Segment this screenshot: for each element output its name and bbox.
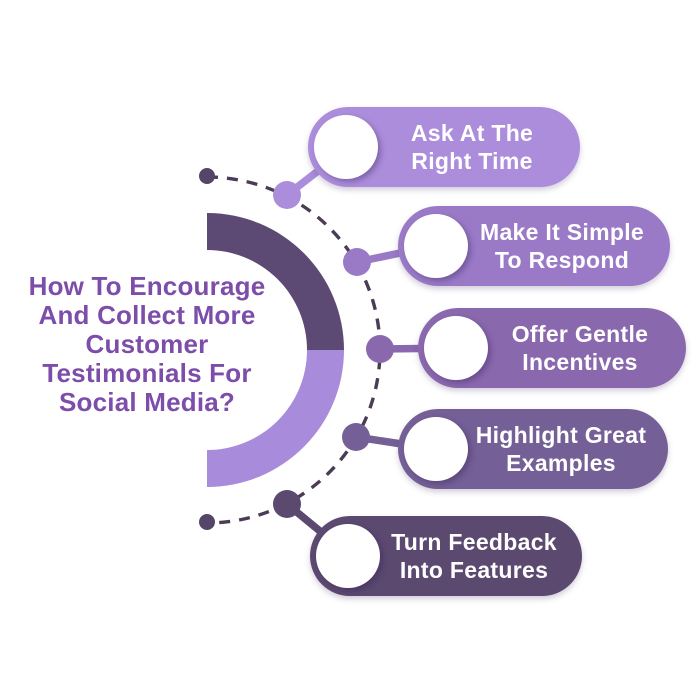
- bullet-circle-icon: [404, 214, 468, 278]
- step-label: Offer Gentle Incentives: [511, 321, 649, 375]
- bullet-circle-icon: [316, 524, 380, 588]
- step-pill-make-it-simple-to-respond: Make It Simple To Respond: [398, 206, 670, 286]
- connector-dot-3: [366, 335, 394, 363]
- half-donut-top-segment: [207, 213, 344, 350]
- step-pill-highlight-great-examples: Highlight Great Examples: [398, 409, 668, 489]
- arc-endpoint-dot-bottom: [199, 514, 215, 530]
- bullet-circle-icon: [314, 115, 378, 179]
- step-label: Highlight Great Examples: [475, 422, 647, 476]
- step-label: Make It Simple To Respond: [480, 219, 644, 273]
- bullet-circle-icon: [424, 316, 488, 380]
- step-pill-ask-at-the-right-time: Ask At The Right Time: [308, 107, 580, 187]
- step-pill-turn-feedback-into-features: Turn Feedback Into Features: [310, 516, 582, 596]
- step-label: Turn Feedback Into Features: [391, 529, 557, 583]
- connector-dot-2: [343, 248, 371, 276]
- arc-endpoint-dot-top: [199, 168, 215, 184]
- step-label: Ask At The Right Time: [410, 120, 534, 174]
- step-pill-offer-gentle-incentives: Offer Gentle Incentives: [418, 308, 686, 388]
- connector-dot-4: [342, 423, 370, 451]
- connector-dot-5: [273, 490, 301, 518]
- connector-dot-1: [273, 181, 301, 209]
- infographic-title: How To Encourage And Collect More Custom…: [28, 271, 266, 417]
- half-donut-bottom-segment: [207, 350, 344, 487]
- bullet-circle-icon: [404, 417, 468, 481]
